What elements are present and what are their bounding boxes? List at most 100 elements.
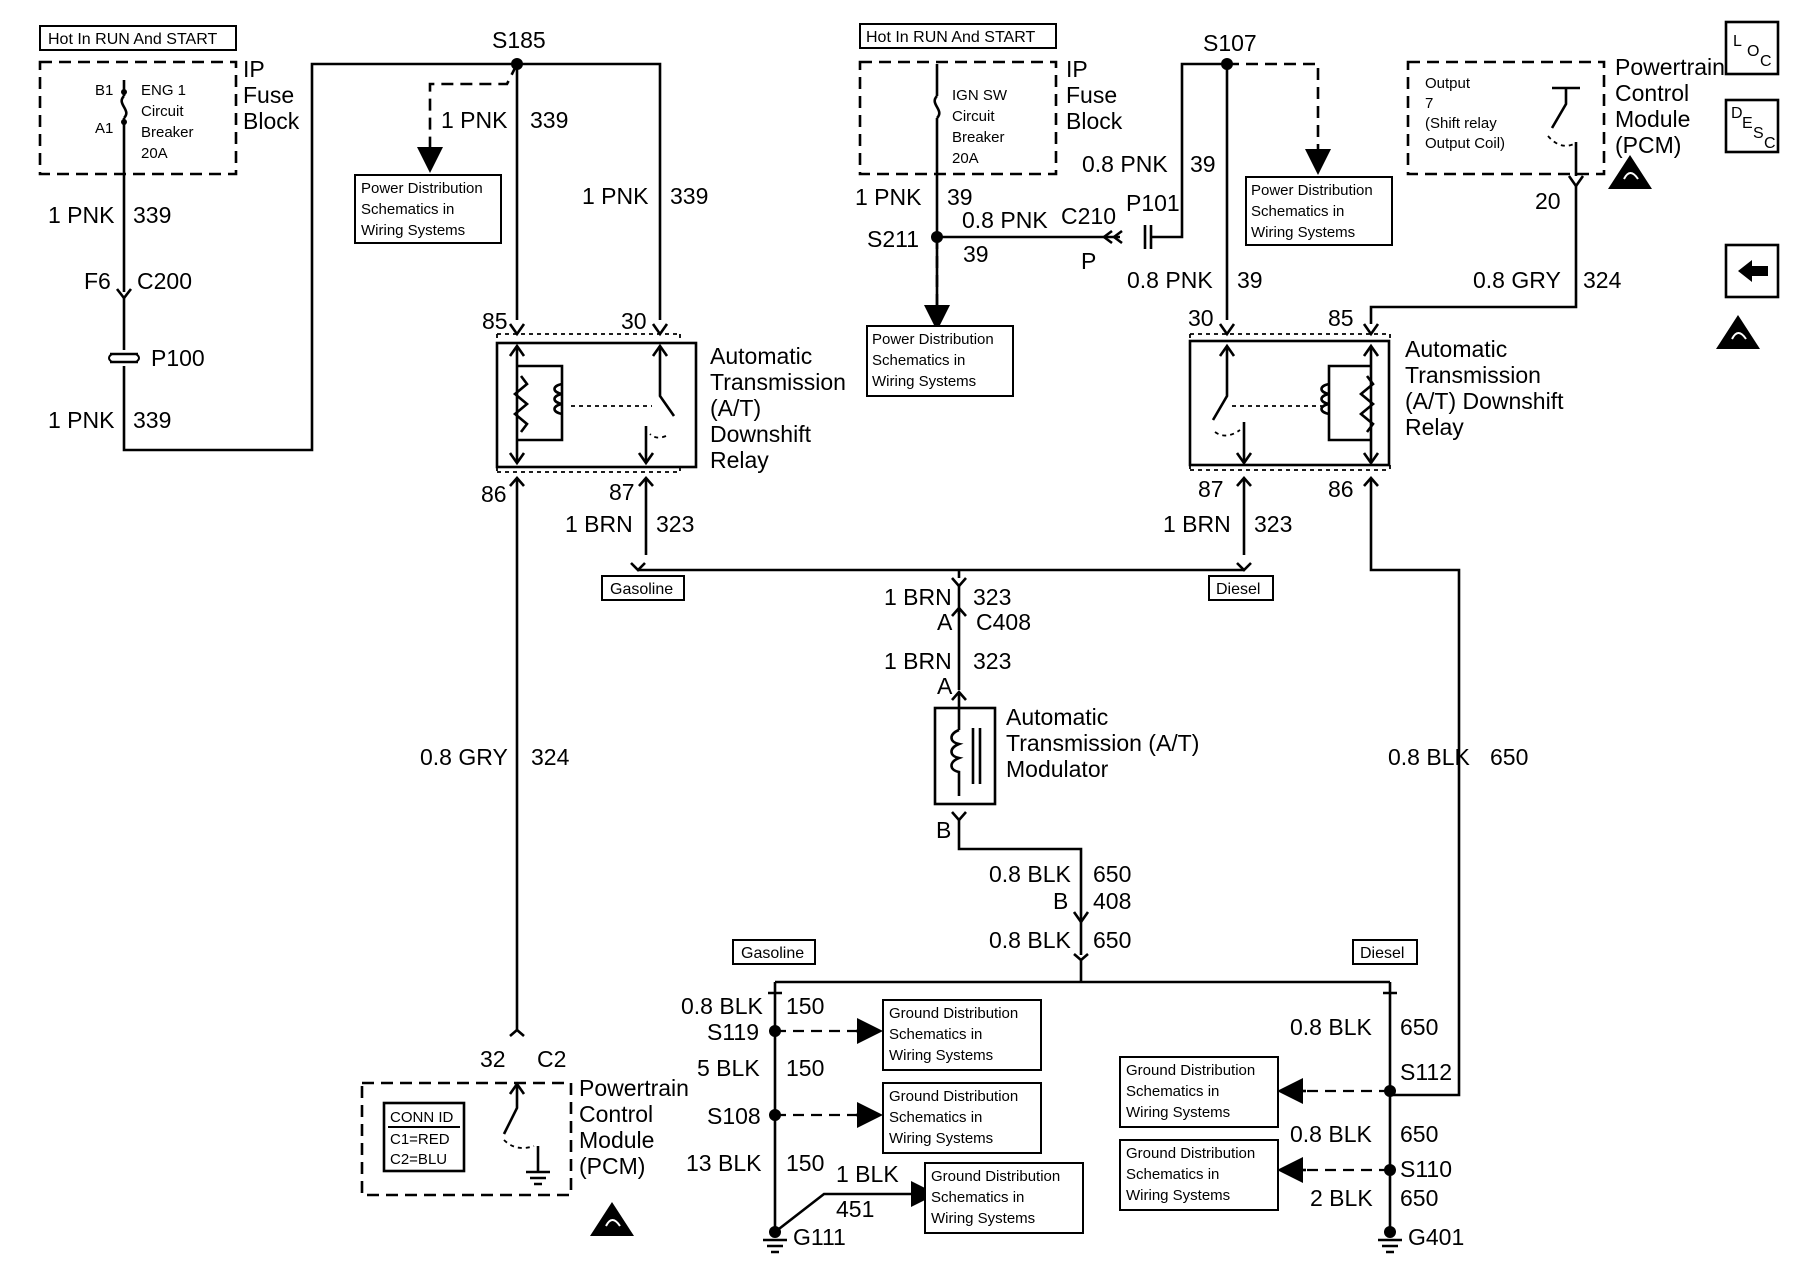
gds-box-3: Ground Distribution Schematics in Wiring… [924, 1162, 1084, 1234]
svg-text:Block: Block [1066, 108, 1123, 134]
svg-text:Power Distribution: Power Distribution [361, 180, 483, 197]
svg-text:B: B [936, 817, 951, 843]
svg-text:150: 150 [786, 1055, 824, 1081]
svg-text:Automatic: Automatic [1405, 336, 1507, 362]
svg-text:2 BLK: 2 BLK [1310, 1185, 1373, 1211]
svg-text:Ground Distribution: Ground Distribution [889, 1088, 1018, 1105]
svg-text:CONN ID: CONN ID [390, 1109, 454, 1126]
svg-text:650: 650 [1400, 1185, 1438, 1211]
svg-text:E: E [1742, 115, 1753, 132]
desc-icon[interactable]: D E S C [1724, 98, 1780, 154]
svg-text:0.8 BLK: 0.8 BLK [1388, 744, 1470, 770]
svg-text:Schematics in: Schematics in [889, 1109, 982, 1126]
svg-text:0.8 PNK: 0.8 PNK [1082, 151, 1168, 177]
esd-warning-icon [590, 1202, 634, 1236]
svg-text:(PCM): (PCM) [579, 1153, 645, 1179]
svg-text:P101: P101 [1126, 190, 1180, 216]
svg-text:339: 339 [133, 407, 171, 433]
ground-symbol-g111 [763, 1238, 787, 1254]
svg-text:L: L [1733, 33, 1742, 50]
svg-text:Ground Distribution: Ground Distribution [931, 1168, 1060, 1185]
svg-text:1 PNK: 1 PNK [48, 202, 115, 228]
svg-text:30: 30 [621, 308, 647, 334]
svg-text:0.8 BLK: 0.8 BLK [1290, 1014, 1372, 1040]
svg-text:87: 87 [609, 479, 635, 505]
svg-text:323: 323 [656, 511, 694, 537]
svg-text:Schematics in: Schematics in [1126, 1166, 1219, 1183]
svg-text:P100: P100 [151, 345, 205, 371]
svg-text:Block: Block [243, 108, 300, 134]
svg-text:Power Distribution: Power Distribution [1251, 182, 1373, 199]
svg-text:0.8 PNK: 0.8 PNK [1127, 267, 1213, 293]
svg-text:1 BRN: 1 BRN [1163, 511, 1231, 537]
svg-text:Ground Distribution: Ground Distribution [1126, 1062, 1255, 1079]
svg-text:Module: Module [579, 1127, 654, 1153]
svg-text:650: 650 [1400, 1121, 1438, 1147]
svg-text:S211: S211 [867, 226, 919, 252]
svg-text:Output: Output [1425, 75, 1471, 92]
svg-text:39: 39 [947, 184, 973, 210]
svg-text:150: 150 [786, 1150, 824, 1176]
relay-coil [553, 382, 563, 416]
svg-text:(A/T): (A/T) [710, 395, 761, 421]
svg-text:7: 7 [1425, 95, 1433, 112]
svg-text:S: S [1753, 125, 1764, 142]
svg-text:32: 32 [480, 1046, 506, 1072]
svg-text:85: 85 [482, 308, 508, 334]
svg-text:F6: F6 [84, 268, 111, 294]
svg-text:G401: G401 [1408, 1224, 1464, 1250]
svg-text:1 PNK: 1 PNK [855, 184, 922, 210]
svg-text:Powertrain: Powertrain [1615, 54, 1725, 80]
svg-text:323: 323 [973, 584, 1011, 610]
svg-text:Gasoline: Gasoline [741, 945, 804, 962]
right-ip-fuse-block: IGN SW Circuit Breaker 20A [858, 60, 1058, 176]
svg-text:Transmission (A/T): Transmission (A/T) [1006, 730, 1199, 756]
svg-text:C: C [1760, 53, 1772, 70]
svg-text:Hot In RUN And START: Hot In RUN And START [866, 29, 1035, 46]
svg-text:C210: C210 [1061, 203, 1116, 229]
conn-id-box: CONN ID C1=RED C2=BLU [382, 1101, 466, 1173]
option-gasoline-top: Gasoline [601, 575, 685, 601]
svg-text:C2=BLU: C2=BLU [390, 1151, 447, 1168]
svg-text:Schematics in: Schematics in [361, 201, 454, 218]
svg-text:S110: S110 [1400, 1156, 1452, 1182]
svg-text:0.8 GRY: 0.8 GRY [420, 744, 508, 770]
svg-text:0.8 GRY: 0.8 GRY [1473, 267, 1561, 293]
svg-text:Downshift: Downshift [710, 421, 812, 447]
svg-text:20A: 20A [141, 145, 168, 162]
loc-icon[interactable]: L O C [1724, 20, 1780, 76]
pcm-bottom-box [360, 1081, 573, 1197]
pcm-ground-symbol [526, 1170, 550, 1186]
svg-text:P: P [1081, 248, 1096, 274]
svg-text:Transmission: Transmission [710, 369, 846, 395]
svg-text:Schematics in: Schematics in [889, 1026, 982, 1043]
right-hot-label: Hot In RUN And START [859, 23, 1057, 49]
svg-text:451: 451 [836, 1196, 874, 1222]
svg-text:339: 339 [670, 183, 708, 209]
svg-text:324: 324 [531, 744, 570, 770]
svg-text:(PCM): (PCM) [1615, 132, 1681, 158]
back-arrow-icon[interactable] [1724, 243, 1780, 299]
svg-text:86: 86 [481, 481, 507, 507]
svg-text:1 BRN: 1 BRN [884, 584, 952, 610]
svg-text:Wiring Systems: Wiring Systems [1126, 1187, 1230, 1204]
pds-box-2: Power Distribution Schematics in Wiring … [866, 325, 1014, 397]
svg-text:C200: C200 [137, 268, 192, 294]
svg-text:Ground Distribution: Ground Distribution [1126, 1145, 1255, 1162]
svg-text:C408: C408 [976, 609, 1031, 635]
svg-text:Schematics in: Schematics in [1126, 1083, 1219, 1100]
svg-text:Wiring Systems: Wiring Systems [931, 1210, 1035, 1227]
svg-text:339: 339 [530, 107, 568, 133]
svg-text:G111: G111 [793, 1224, 846, 1250]
svg-text:A: A [937, 609, 953, 635]
svg-text:0.8 BLK: 0.8 BLK [1290, 1121, 1372, 1147]
svg-text:Circuit: Circuit [952, 108, 995, 125]
svg-text:Diesel: Diesel [1216, 581, 1260, 598]
svg-text:Control: Control [579, 1101, 653, 1127]
svg-text:Wiring Systems: Wiring Systems [1126, 1104, 1230, 1121]
svg-text:Schematics in: Schematics in [1251, 203, 1344, 220]
svg-text:5 BLK: 5 BLK [697, 1055, 760, 1081]
svg-text:Automatic: Automatic [1006, 704, 1108, 730]
